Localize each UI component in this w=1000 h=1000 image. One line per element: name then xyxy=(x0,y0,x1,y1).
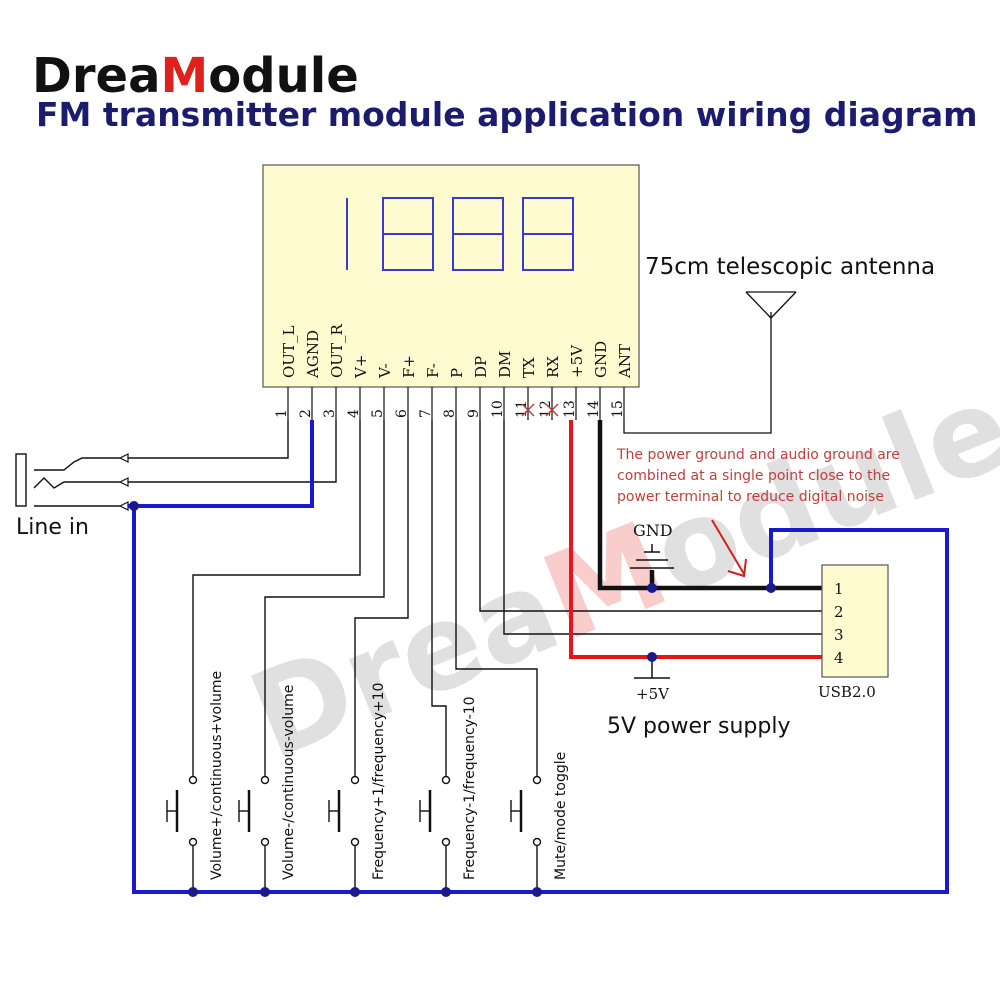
pin-stubs xyxy=(287,387,625,420)
jack-terminals xyxy=(118,453,129,511)
pin-label-6: F+ xyxy=(400,355,418,378)
push-button-2 xyxy=(238,775,270,892)
pin-number-7: 7 xyxy=(418,409,434,418)
button-labels: Volume+/continuous+volume Volume-/continu… xyxy=(209,671,569,880)
button-label-1: Volume+/continuous+volume xyxy=(209,671,225,880)
pin-label-2: AGND xyxy=(304,330,322,379)
brand-logo: DreaModule xyxy=(32,48,359,104)
push-buttons xyxy=(166,775,542,892)
power-wire xyxy=(569,420,822,659)
usb-data-wires xyxy=(479,420,822,635)
pin-number-10: 10 xyxy=(490,400,506,418)
pin-label-8: P xyxy=(448,368,466,378)
pin-number-12: 12 xyxy=(538,400,554,418)
note-arrow xyxy=(711,519,747,578)
pin-label-11: TX xyxy=(520,357,538,378)
svg-text:combined at a single point clo: combined at a single point close to the xyxy=(617,468,890,484)
usb-pin-1: 1 xyxy=(834,580,844,598)
push-button-1 xyxy=(166,775,198,892)
gnd-label: GND xyxy=(633,521,673,540)
pin-number-1: 1 xyxy=(274,409,290,418)
ground-bus-wire xyxy=(128,420,949,894)
pin-label-9: DP xyxy=(472,356,490,378)
ground-note: The power ground and audio ground are co… xyxy=(616,447,900,505)
pin-number-5: 5 xyxy=(370,409,386,418)
line-in-jack-icon xyxy=(15,453,120,507)
junction-nodes xyxy=(129,501,776,897)
usb-label: USB2.0 xyxy=(818,683,876,701)
pin-label-12: RX xyxy=(544,356,562,378)
ground-icon xyxy=(630,544,674,569)
push-button-3 xyxy=(328,775,360,892)
pin-label-3: OUT_R xyxy=(328,324,346,378)
plus5v-label: +5V xyxy=(636,685,670,703)
pin-number-15: 15 xyxy=(610,400,626,418)
svg-text:The power ground and audio gro: The power ground and audio ground are xyxy=(616,447,900,463)
module-pin-labels: OUT_L AGND OUT_R V+ V- F+ F- P DP DM TX RX +5V GND ANT xyxy=(280,324,634,379)
page-title: FM transmitter module application wiring… xyxy=(36,95,978,134)
button-label-5: Mute/mode toggle xyxy=(553,752,569,880)
button-label-2: Volume-/continuous-volume xyxy=(281,685,297,880)
power-supply-label: 5V power supply xyxy=(607,714,791,739)
pin-label-15: ANT xyxy=(616,344,634,379)
antenna-label: 75cm telescopic antenna xyxy=(645,254,935,280)
pin-number-9: 9 xyxy=(466,409,482,418)
seven-segment-display xyxy=(346,197,574,271)
fm-module xyxy=(262,164,640,388)
svg-text:power terminal to reduce digit: power terminal to reduce digital noise xyxy=(617,489,884,505)
pin-number-3: 3 xyxy=(322,409,338,418)
usb-pin-3: 3 xyxy=(834,626,844,644)
pin-number-11: 11 xyxy=(514,400,530,418)
pin-label-5: V- xyxy=(376,363,394,379)
pin-number-13: 13 xyxy=(562,400,578,418)
usb-pin-4: 4 xyxy=(834,649,844,667)
pin-label-1: OUT_L xyxy=(280,326,298,378)
usb-pin-numbers: 1 2 3 4 xyxy=(834,580,844,667)
button-label-3: Frequency+1/frequency+10 xyxy=(371,683,387,880)
pin-number-4: 4 xyxy=(346,409,362,418)
audio-wires xyxy=(128,420,337,483)
no-connect-marks xyxy=(521,403,559,417)
push-button-5 xyxy=(510,775,542,892)
push-button-4 xyxy=(419,775,451,892)
pin-label-7: F- xyxy=(424,363,442,378)
pin-number-8: 8 xyxy=(442,409,458,418)
pin-label-13: +5V xyxy=(568,344,586,378)
pin-label-4: V+ xyxy=(352,355,370,379)
usb-connector xyxy=(821,564,889,678)
usb-pin-2: 2 xyxy=(834,603,844,621)
pin-label-10: DM xyxy=(496,351,514,378)
pin-number-2: 2 xyxy=(298,409,314,418)
pin-label-14: GND xyxy=(592,341,610,378)
pin-number-14: 14 xyxy=(586,400,602,418)
pin-number-6: 6 xyxy=(394,409,410,418)
antenna-icon xyxy=(623,291,797,434)
button-label-4: Frequency-1/frequency-10 xyxy=(462,696,478,880)
line-in-label: Line in xyxy=(16,515,89,540)
button-wires xyxy=(192,420,538,776)
